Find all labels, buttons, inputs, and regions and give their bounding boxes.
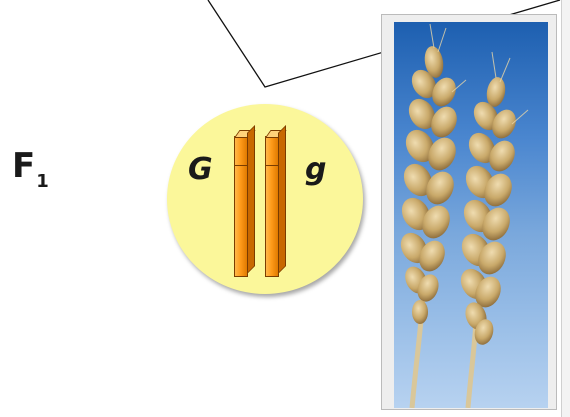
generation-subscript: 1	[36, 171, 49, 192]
allele-left-label: G	[188, 152, 213, 187]
allele-right-label: g	[305, 152, 326, 187]
wheat-ears-photo	[394, 22, 548, 408]
right-edge-strip	[561, 0, 570, 417]
generation-letter: F	[12, 146, 35, 186]
chromosome-right	[265, 136, 279, 277]
generation-label: F1	[12, 146, 48, 186]
chromosome-right-band	[266, 165, 278, 166]
wheat-ears-drawing	[394, 22, 548, 408]
chromosome-left-band	[235, 165, 247, 166]
chromosome-left	[234, 136, 248, 277]
